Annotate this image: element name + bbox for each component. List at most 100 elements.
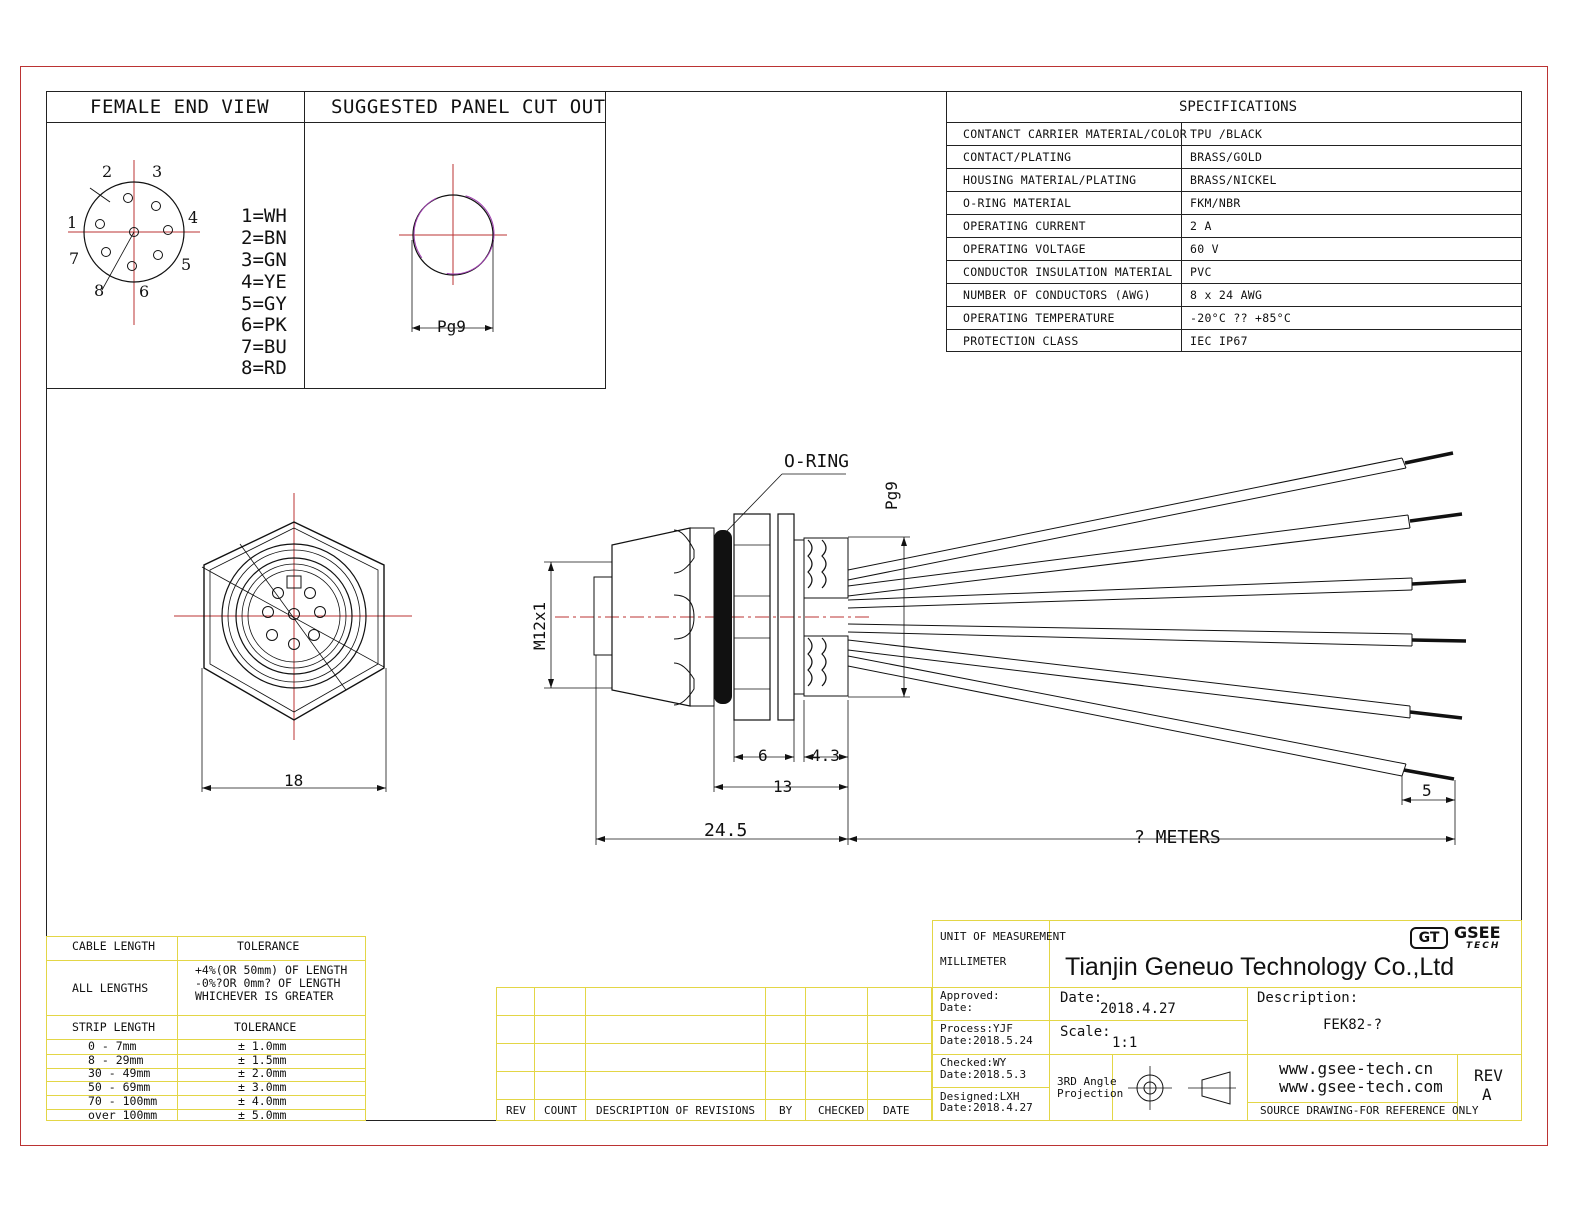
dim-13: 13 <box>773 777 793 796</box>
all-tol-line-2: -0%?OR 0mm? OF LENGTH <box>195 976 341 990</box>
strip-tolerance-header: TOLERANCE <box>234 1020 297 1034</box>
dim-4-3: 4.3 <box>811 746 840 765</box>
logo-tech: TECH <box>1466 941 1501 951</box>
spec-label: HOUSING MATERIAL/PLATING <box>963 173 1137 187</box>
all-tol-line-3: WHICHEVER IS GREATER <box>195 989 334 1003</box>
rev-line-1 <box>496 1015 932 1016</box>
spec-label: NUMBER OF CONDUCTORS (AWG) <box>963 288 1151 302</box>
panel-cutout-diagram <box>399 164 507 332</box>
description-label: Description: <box>1257 990 1359 1006</box>
strip-length-cell: 0 - 7mm <box>88 1039 137 1053</box>
female-end-view-title: FEMALE END VIEW <box>90 96 270 118</box>
third-angle-projection-icon <box>1128 1066 1236 1110</box>
spec-value: BRASS/GOLD <box>1190 150 1263 164</box>
strip-length-cell: over 100mm <box>88 1107 158 1122</box>
connector-drawing <box>174 451 1467 845</box>
pin-color-5: 5=GY <box>241 293 287 315</box>
pin-number-4: 4 <box>188 208 199 227</box>
tb-v-4 <box>1112 1054 1113 1121</box>
front-view <box>174 493 412 792</box>
designed-label: Designed:LXH <box>940 1090 1020 1103</box>
rev-value: A <box>1482 1085 1492 1104</box>
spec-row-line <box>946 283 1522 284</box>
dim-18: 18 <box>284 771 304 790</box>
strip-length-cell: 70 - 100mm <box>88 1093 158 1108</box>
rev-label: REV <box>1474 1066 1503 1085</box>
tb-v-5 <box>1457 1054 1458 1121</box>
pin-color-3: 3=GN <box>241 249 287 271</box>
website-cn[interactable]: www.gsee-tech.cn <box>1279 1059 1434 1078</box>
dim-5: 5 <box>1422 781 1432 800</box>
spec-row-line <box>946 329 1522 330</box>
rev-header-count: COUNT <box>544 1104 578 1117</box>
side-view <box>544 451 1467 845</box>
unit-value: MILLIMETER <box>940 955 1007 968</box>
strip-tolerance-cell: ± 5.0mm <box>238 1107 287 1122</box>
pin-number-2: 2 <box>102 162 113 181</box>
pin-color-8: 8=RD <box>241 357 287 379</box>
rev-header-by: BY <box>779 1104 793 1117</box>
spec-value: TPU /BLACK <box>1190 127 1263 141</box>
spec-label: CONDUCTOR INSULATION MATERIAL <box>963 265 1173 279</box>
scale-value: 1:1 <box>1112 1035 1138 1051</box>
strip-length-cell: 30 - 49mm <box>88 1066 151 1081</box>
m12-thread-label: M12x1 <box>530 601 549 650</box>
scale-label: Scale: <box>1060 1024 1111 1040</box>
spec-row-line <box>946 191 1522 192</box>
strip-tolerance-cell: ± 1.0mm <box>238 1039 287 1053</box>
rev-header-rev: REV <box>506 1104 526 1117</box>
pin-color-7: 7=BU <box>241 336 287 358</box>
spec-label: PROTECTION CLASS <box>963 334 1079 348</box>
pin-color-2: 2=BN <box>241 227 287 249</box>
spec-value: 60 V <box>1190 242 1219 256</box>
spec-value: BRASS/NICKEL <box>1190 173 1277 187</box>
tb-h-4 <box>932 1087 1049 1088</box>
approved-label: Approved: <box>940 989 1000 1002</box>
cable-length-header: CABLE LENGTH <box>72 939 156 953</box>
rev-header-description: DESCRIPTION OF REVISIONS <box>596 1104 755 1117</box>
spec-value: 2 A <box>1190 219 1212 233</box>
spec-header-line <box>946 122 1522 123</box>
rev-line-2 <box>496 1043 932 1044</box>
tb-h-2 <box>932 1020 1247 1021</box>
revisions-table <box>496 987 932 1121</box>
description-value: FEK82-? <box>1323 1017 1383 1033</box>
logo-gsee: GSEE <box>1454 923 1501 942</box>
rev-col-3 <box>765 987 766 1121</box>
spec-value: FKM/NBR <box>1190 196 1241 210</box>
company-name: Tianjin Geneuo Technology Co.,Ltd <box>1065 953 1455 981</box>
dim-24-5: 24.5 <box>704 820 748 841</box>
pin-number-5: 5 <box>181 255 192 274</box>
designed-date: Date:2018.4.27 <box>940 1101 1033 1114</box>
spec-row-line <box>946 214 1522 215</box>
date-label: Date: <box>1060 990 1103 1006</box>
meters-label: ? METERS <box>1134 827 1221 848</box>
gsee-logo: GT GSEE TECH <box>1410 925 1514 955</box>
tb-v-1 <box>1049 920 1050 987</box>
strip-length-header: STRIP LENGTH <box>72 1020 156 1034</box>
tol-line-3 <box>46 1039 366 1040</box>
tb-h-1 <box>932 987 1522 988</box>
rev-line-4 <box>496 1099 932 1100</box>
pin-number-6: 6 <box>139 282 150 301</box>
strip-row-line <box>46 1081 366 1083</box>
spec-value: -20°C ?? +85°C <box>1190 311 1292 325</box>
spec-row-line <box>946 145 1522 146</box>
tol-line-1 <box>46 960 366 961</box>
strip-tolerance-cell: ± 1.5mm <box>238 1052 287 1067</box>
approved-date: Date: <box>940 1001 974 1014</box>
tolerance-header: TOLERANCE <box>237 939 300 953</box>
rev-col-2 <box>585 987 586 1121</box>
rev-col-1 <box>534 987 535 1121</box>
all-lengths-label: ALL LENGTHS <box>72 981 149 995</box>
all-tol-line-1: +4%(OR 50mm) OF LENGTH <box>195 963 348 977</box>
pin-color-4: 4=YE <box>241 271 287 293</box>
rev-col-4 <box>805 987 806 1121</box>
website-com[interactable]: www.gsee-tech.com <box>1279 1077 1443 1096</box>
tolerance-table <box>46 936 366 1121</box>
strip-row-line <box>46 1054 366 1055</box>
specifications-table <box>946 91 1522 352</box>
spec-label: CONTANCT CARRIER MATERIAL/COLOR <box>963 127 1187 141</box>
pin-number-1: 1 <box>67 213 78 232</box>
spec-label: OPERATING CURRENT <box>963 219 1086 233</box>
